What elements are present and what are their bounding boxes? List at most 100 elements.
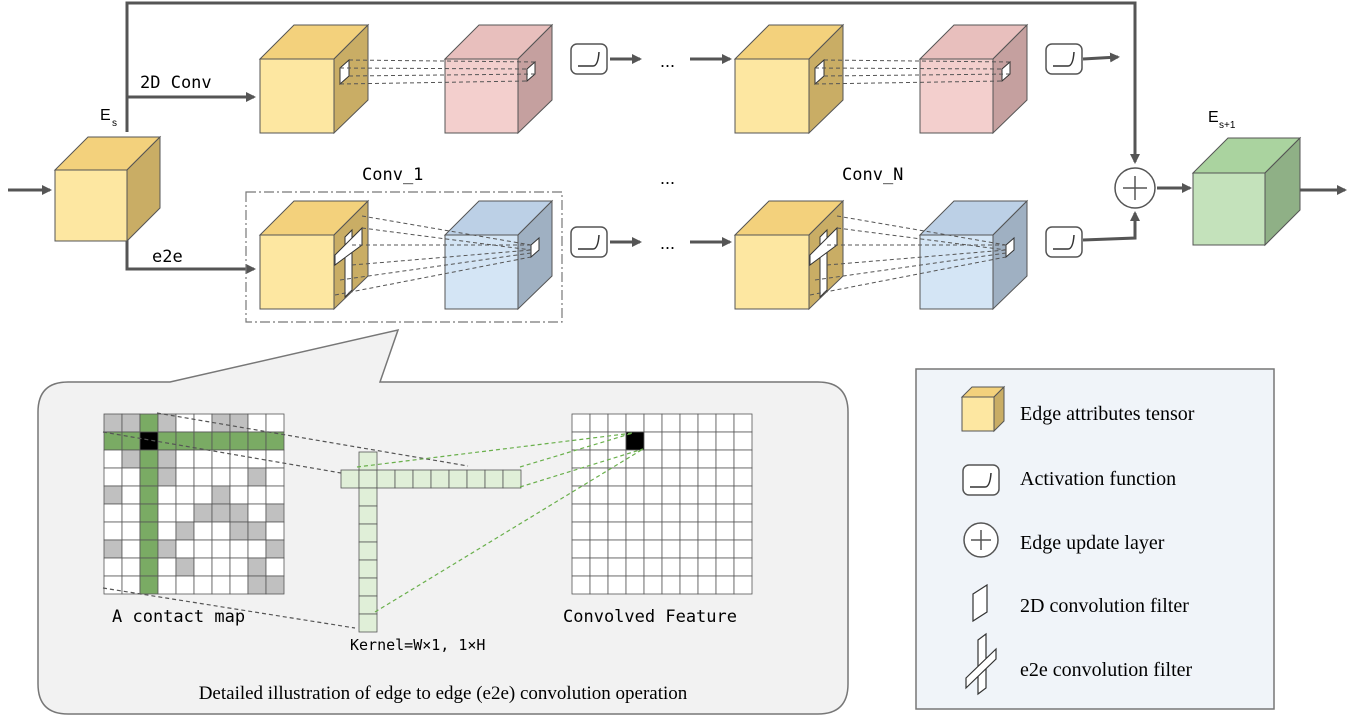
feature-cell bbox=[679, 431, 699, 451]
contact-map-cell bbox=[193, 413, 213, 433]
feature-cell bbox=[607, 557, 627, 577]
bottom-conv-lines-1 bbox=[334, 215, 532, 296]
top-yellow-cube-1 bbox=[258, 23, 370, 135]
top-conv-lines-2 bbox=[814, 59, 1011, 85]
contact-map-cell bbox=[247, 413, 267, 433]
top-arrow-3 bbox=[1082, 52, 1120, 63]
feature-cell bbox=[679, 521, 699, 541]
feature-cell bbox=[571, 449, 591, 469]
e2e-label: e2e bbox=[152, 247, 183, 267]
contact-map-cell bbox=[193, 557, 213, 577]
feature-cell bbox=[643, 521, 663, 541]
contact-map-cell bbox=[229, 431, 249, 451]
contact-map-cell bbox=[175, 485, 195, 505]
contact-map-cell bbox=[175, 467, 195, 487]
feature-cell bbox=[643, 575, 663, 595]
feature-cell bbox=[679, 539, 699, 559]
feature-cell bbox=[679, 503, 699, 523]
contact-map-cell bbox=[265, 557, 285, 577]
contact-map-cell bbox=[175, 431, 195, 451]
contact-map-cell bbox=[229, 575, 249, 595]
contact-map-cell bbox=[157, 431, 177, 451]
contact-map-cell bbox=[121, 539, 141, 559]
contact-map-cell bbox=[157, 521, 177, 541]
activation-icon bbox=[962, 464, 1000, 496]
contact-map-cell bbox=[103, 485, 123, 505]
feature-cell bbox=[607, 413, 627, 433]
activation-box-top-2 bbox=[1045, 43, 1083, 75]
contact-map-cell bbox=[229, 449, 249, 469]
feature-cell bbox=[625, 521, 645, 541]
legend-label-3: 2D convolution filter bbox=[1020, 595, 1189, 617]
feature-cell bbox=[679, 413, 699, 433]
kernel-cell bbox=[466, 469, 486, 489]
cube-icon bbox=[960, 385, 1006, 433]
conv-n-label: Conv_N bbox=[842, 165, 903, 185]
feature-cell bbox=[733, 575, 753, 595]
contact-map-cell bbox=[175, 575, 195, 595]
feature-cell bbox=[679, 575, 699, 595]
feature-cell bbox=[697, 413, 717, 433]
kernel-cell bbox=[358, 577, 378, 597]
feature-cell bbox=[715, 485, 735, 505]
kernel-cell bbox=[502, 469, 522, 489]
kernel-cell bbox=[358, 487, 378, 507]
feature-cell bbox=[643, 503, 663, 523]
es1-subscript: s+1 bbox=[1219, 120, 1236, 131]
contact-map-cell bbox=[139, 575, 159, 595]
contact-map-cell bbox=[265, 539, 285, 559]
es1-label: E bbox=[1208, 109, 1219, 126]
contact-map-cell bbox=[175, 449, 195, 469]
contact-map-cell bbox=[103, 539, 123, 559]
kernel-cell bbox=[358, 451, 378, 471]
feature-cell bbox=[697, 467, 717, 487]
contact-map-cell bbox=[121, 521, 141, 541]
contact-map-cell bbox=[211, 539, 231, 559]
feature-cell bbox=[589, 431, 609, 451]
bottom-yellow-cube-1 bbox=[258, 199, 370, 311]
feature-cell bbox=[625, 413, 645, 433]
feature-cell bbox=[571, 485, 591, 505]
feature-cell bbox=[643, 485, 663, 505]
bottom-to-plus-arrow bbox=[1082, 211, 1140, 242]
contact-map-cell bbox=[211, 521, 231, 541]
kernel-cell bbox=[358, 613, 378, 633]
feature-cell bbox=[697, 521, 717, 541]
contact-map-cell bbox=[103, 575, 123, 595]
feature-cell bbox=[625, 539, 645, 559]
contact-map-cell bbox=[139, 521, 159, 541]
convolved-feature-grid bbox=[571, 413, 753, 595]
feature-cell bbox=[643, 431, 663, 451]
contact-map-cell bbox=[265, 449, 285, 469]
feature-cell bbox=[733, 503, 753, 523]
contact-map-cell bbox=[103, 467, 123, 487]
kernel-cell bbox=[358, 559, 378, 579]
contact-map-cell bbox=[157, 485, 177, 505]
kernel-cell bbox=[358, 469, 378, 489]
connection-lines bbox=[8, 1, 1347, 274]
kernel-cell bbox=[358, 595, 378, 615]
contact-map-cell bbox=[229, 413, 249, 433]
feature-cell bbox=[571, 413, 591, 433]
contact-map-cell bbox=[193, 449, 213, 469]
contact-map-cell bbox=[229, 539, 249, 559]
activation-box-bottom-2 bbox=[1045, 226, 1083, 258]
feature-cell bbox=[643, 413, 663, 433]
feature-cell bbox=[625, 575, 645, 595]
feature-cell bbox=[661, 467, 681, 487]
feature-cell bbox=[607, 575, 627, 595]
feature-cell bbox=[661, 557, 681, 577]
feature-cell bbox=[607, 521, 627, 541]
skip-connection-arrow bbox=[125, 1, 1140, 164]
contact-map-cell bbox=[211, 575, 231, 595]
contact-map-cell bbox=[139, 449, 159, 469]
feature-cell bbox=[697, 575, 717, 595]
contact-map-cell bbox=[265, 503, 285, 523]
kernel-cell bbox=[376, 469, 396, 489]
feature-cell bbox=[715, 521, 735, 541]
legend-label-1: Activation function bbox=[1020, 468, 1176, 490]
contact-map-cell bbox=[265, 413, 285, 433]
feature-cell bbox=[697, 557, 717, 577]
contact-map-cell bbox=[139, 431, 159, 451]
feature-cell bbox=[589, 413, 609, 433]
